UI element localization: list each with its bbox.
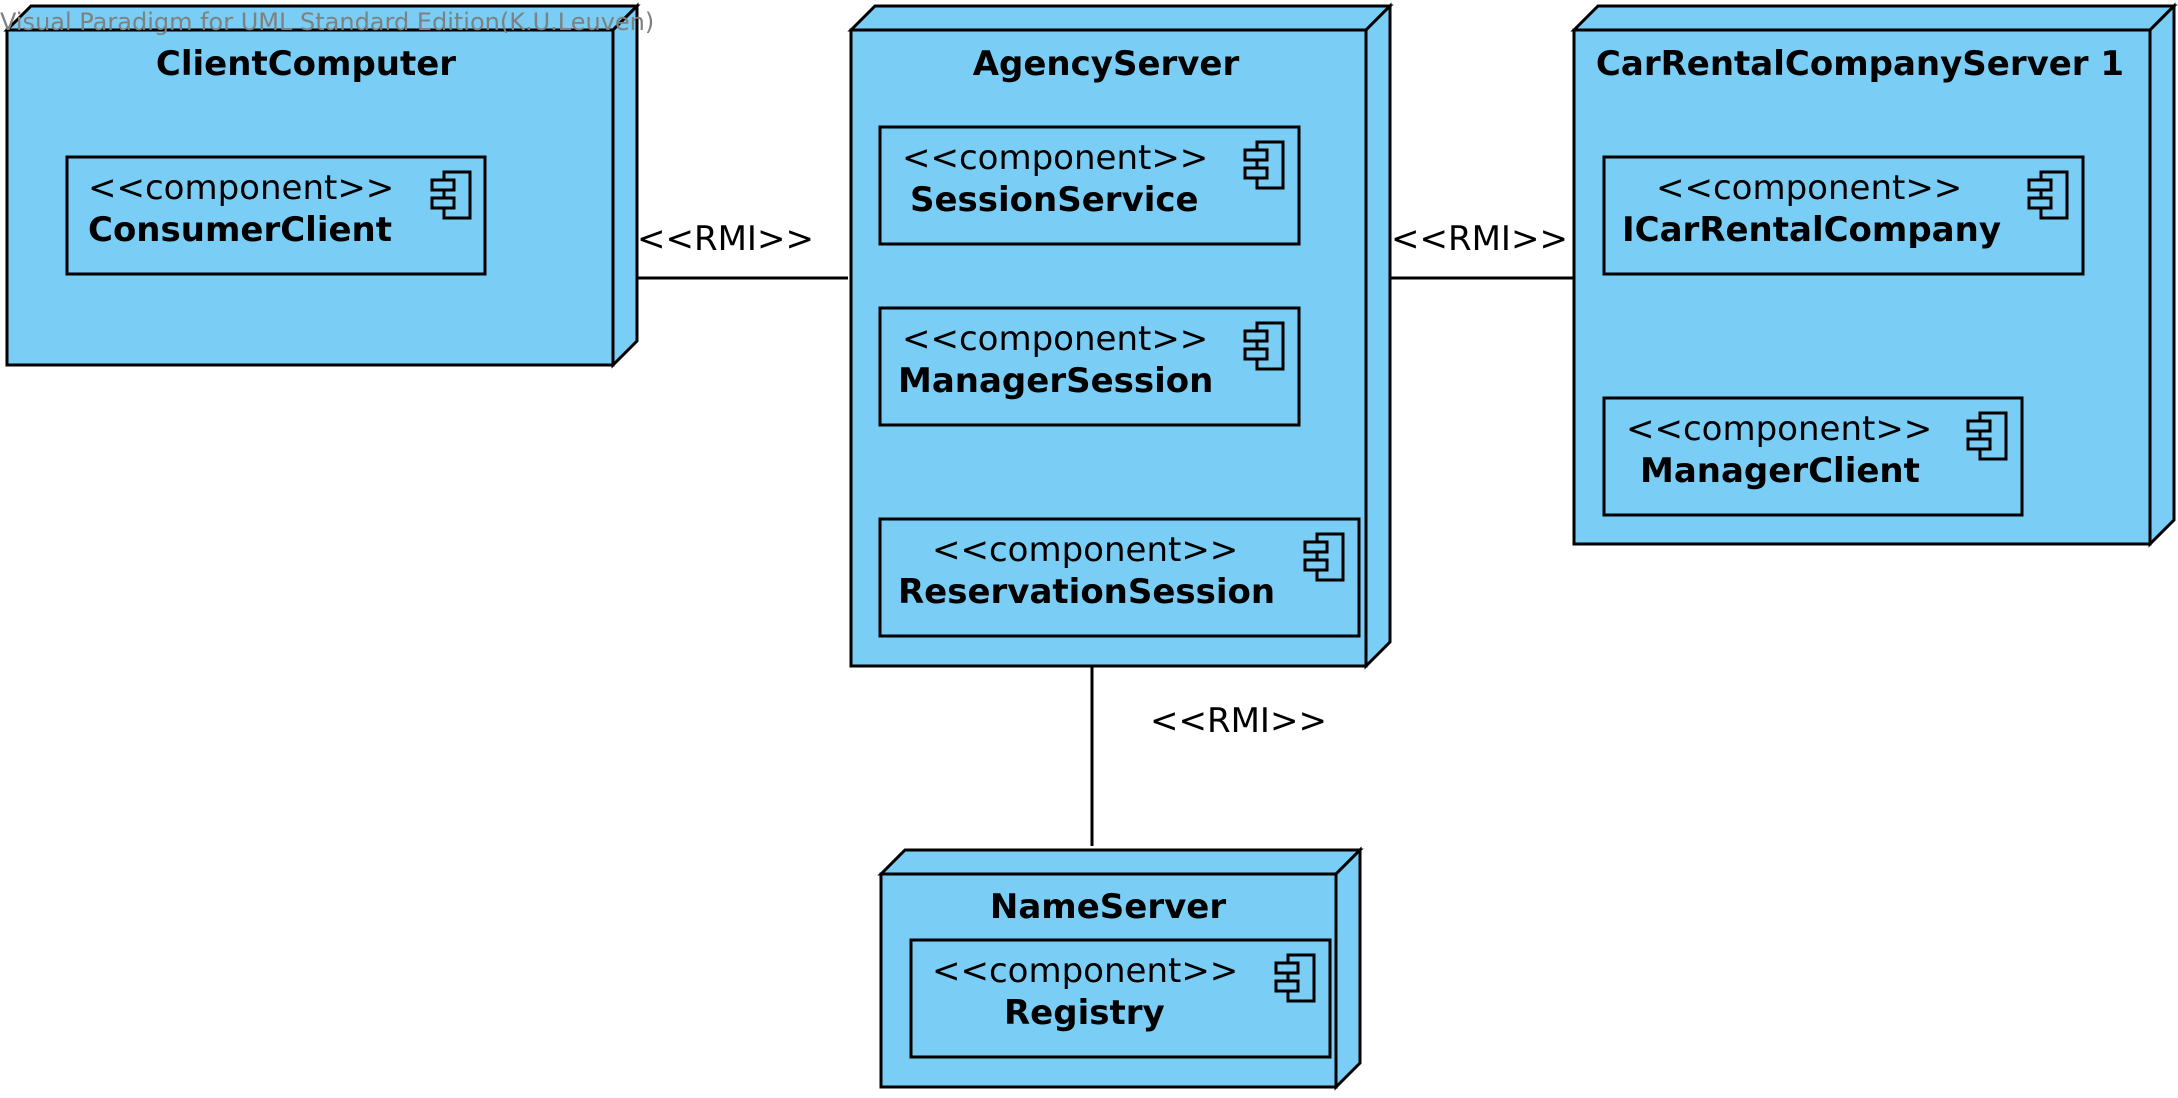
- connector-agency-nameserver: <<RMI>>: [1090, 666, 1327, 846]
- node-title: CarRentalCompanyServer 1: [1596, 44, 2124, 84]
- component-stereotype: <<component>>: [1656, 168, 1962, 208]
- component-name: ConsumerClient: [88, 210, 392, 250]
- watermark-text: Visual Paradigm for UML Standard Edition…: [0, 8, 654, 36]
- component-icon: [1274, 953, 1316, 1003]
- component-name: ManagerClient: [1640, 451, 1920, 491]
- node-name-server[interactable]: NameServer <<component>> Registry: [877, 846, 1364, 1091]
- component-manager-client[interactable]: <<component>> ManagerClient: [1602, 396, 2024, 517]
- component-icon: [1966, 411, 2008, 461]
- component-name: ReservationSession: [898, 572, 1275, 612]
- component-icon: [1303, 532, 1345, 582]
- node-title: NameServer: [990, 887, 1226, 927]
- component-icon: [1243, 321, 1285, 371]
- node-title: ClientComputer: [156, 44, 456, 84]
- component-stereotype: <<component>>: [932, 951, 1238, 991]
- component-stereotype: <<component>>: [932, 530, 1238, 570]
- connector-label: <<RMI>>: [1150, 701, 1327, 741]
- component-name: Registry: [1004, 993, 1165, 1033]
- component-name: SessionService: [910, 180, 1199, 220]
- component-icarrentalcompany[interactable]: <<component>> ICarRentalCompany: [1602, 155, 2085, 276]
- component-stereotype: <<component>>: [902, 319, 1208, 359]
- component-name: ManagerSession: [898, 361, 1213, 401]
- component-stereotype: <<component>>: [1626, 409, 1932, 449]
- component-icon: [2027, 170, 2069, 220]
- component-registry[interactable]: <<component>> Registry: [909, 938, 1332, 1059]
- component-stereotype: <<component>>: [88, 168, 394, 208]
- connector-client-agency: <<RMI>>: [637, 219, 848, 280]
- component-icon: [430, 170, 472, 220]
- component-icon: [1243, 140, 1285, 190]
- component-name: ICarRentalCompany: [1622, 210, 2001, 250]
- component-consumer-client[interactable]: <<component>> ConsumerClient: [65, 155, 487, 276]
- node-client-computer[interactable]: ClientComputer <<component>> ConsumerCli…: [3, 2, 641, 369]
- component-session-service[interactable]: <<component>> SessionService: [878, 125, 1301, 246]
- component-stereotype: <<component>>: [902, 138, 1208, 178]
- connector-agency-carrental: <<RMI>>: [1391, 219, 1573, 280]
- node-car-rental-company-server[interactable]: CarRentalCompanyServer 1 <<component>> I…: [1570, 2, 2178, 548]
- component-reservation-session[interactable]: <<component>> ReservationSession: [878, 517, 1361, 638]
- connector-label: <<RMI>>: [1391, 219, 1568, 259]
- connector-label: <<RMI>>: [637, 219, 814, 259]
- component-manager-session[interactable]: <<component>> ManagerSession: [878, 306, 1301, 427]
- node-title: AgencyServer: [973, 44, 1240, 84]
- node-agency-server[interactable]: AgencyServer <<component>> SessionServic…: [847, 2, 1394, 670]
